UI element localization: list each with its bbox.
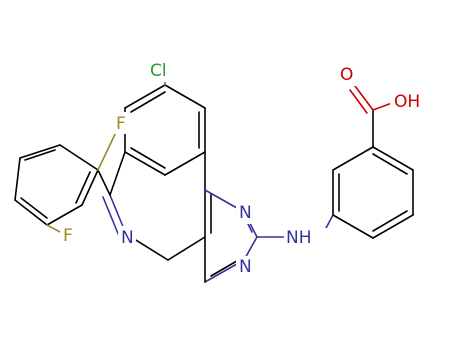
hydroxyl-label: OH: [394, 92, 420, 112]
carbonyl-double-bond-a: [354, 85, 374, 111]
pyrimidine-nitrogen-bottom-label: N: [239, 257, 252, 277]
azepine-nitrogen-label: N: [121, 228, 134, 248]
pyrimidine-nitrogen-top-label: N: [239, 203, 252, 223]
chlorine-label: Cl: [150, 61, 167, 81]
chlorobenzo-ring: [124, 84, 206, 176]
amine-label: NH: [286, 228, 312, 248]
amine-bond-right: [324, 214, 334, 231]
hydroxyl-bond: [372, 102, 393, 111]
fluorine-label-top: F: [116, 114, 126, 134]
fluorine-label-bottom: F: [63, 226, 73, 246]
carbonyl-oxygen-label: O: [340, 65, 353, 85]
fluorine-bond-bottom: [46, 224, 61, 233]
fluorine-bond-top: [97, 129, 118, 171]
carbonyl-double-bond-b: [349, 89, 368, 114]
benzoic-acid-ring: [332, 146, 414, 239]
difluorophenyl-ring: [14, 144, 111, 226]
atom-labels: Cl F F N N N NH O OH: [60, 58, 430, 278]
